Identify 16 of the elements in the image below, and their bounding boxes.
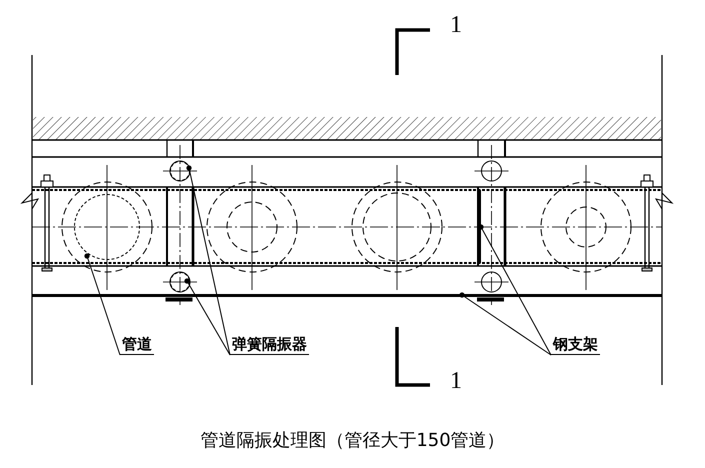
pipe-circle [74,194,140,260]
part-label: 弹簧隔振器 [230,335,309,355]
section-number: 1 [450,12,462,39]
section-number: 1 [450,368,462,395]
leader-line [186,165,230,356]
leader-line [184,278,230,356]
steel-beam [32,294,662,297]
part-label: 管道 [120,335,154,355]
drawing-caption: 管道隔振处理图（管径大于150管道） [200,430,505,451]
steel-post [477,190,481,263]
leader-line [84,253,120,356]
leader-line [459,292,552,356]
part-label: 钢支架 [551,335,600,355]
spring-isolator-circle [170,272,190,292]
leader-line [478,224,552,356]
spring-isolator-circle [170,161,190,181]
